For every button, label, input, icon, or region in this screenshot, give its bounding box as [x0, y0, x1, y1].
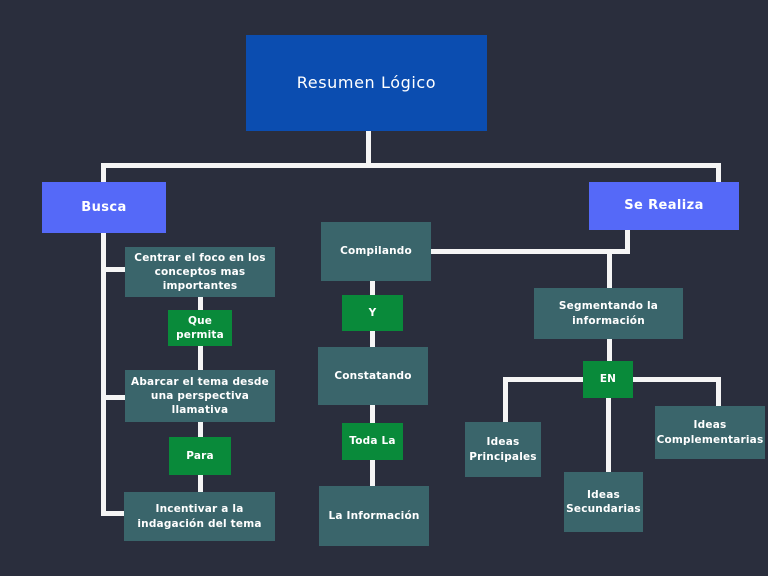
connector-segmentando-en	[607, 339, 612, 362]
node-que-permita[interactable]: Que permita	[168, 310, 232, 346]
connector-serealiza-down	[625, 229, 630, 254]
connector-compilando-y	[370, 281, 375, 296]
connector-top-horizontal	[101, 163, 721, 168]
connector-en-secundarias	[606, 397, 611, 473]
connector-para-incentivar	[198, 475, 203, 493]
node-incentivar[interactable]: Incentivar a la indagación del tema	[124, 492, 275, 541]
node-toda-la[interactable]: Toda La	[342, 423, 403, 460]
node-ideas-secundarias[interactable]: Ideas Secundarias	[564, 472, 643, 532]
connector-title-down	[366, 131, 371, 165]
node-resumen-logico[interactable]: Resumen Lógico	[246, 35, 487, 131]
connector-y-constatando	[370, 331, 375, 348]
connector-constatando-todala	[370, 405, 375, 424]
node-y[interactable]: Y	[342, 295, 403, 331]
connector-spread-principales	[503, 377, 508, 423]
connector-branch-incentivar	[101, 511, 127, 516]
node-la-informacion[interactable]: La Información	[319, 486, 429, 546]
node-segmentando[interactable]: Segmentando la información	[534, 288, 683, 339]
connector-se-realiza-top	[716, 163, 721, 187]
node-abarcar-el-tema[interactable]: Abarcar el tema desde una perspectiva ll…	[125, 370, 275, 422]
node-compilando[interactable]: Compilando	[321, 222, 431, 281]
node-constatando[interactable]: Constatando	[318, 347, 428, 405]
node-ideas-complementarias[interactable]: Ideas Complementarias	[655, 406, 765, 459]
connector-spread-complementarias	[716, 377, 721, 407]
node-se-realiza[interactable]: Se Realiza	[589, 182, 739, 230]
connector-todala-lainformacion	[370, 460, 375, 487]
connector-centrar-quepermita	[198, 297, 203, 311]
connector-branch-abarcar	[101, 395, 127, 400]
connector-compilando-serealiza	[431, 249, 630, 254]
node-centrar-el-foco[interactable]: Centrar el foco en los conceptos mas imp…	[125, 247, 275, 297]
connector-busca-trunk	[101, 163, 106, 516]
node-ideas-principales[interactable]: Ideas Principales	[465, 422, 541, 477]
node-busca[interactable]: Busca	[42, 182, 166, 233]
connector-join-segmentando	[607, 251, 612, 289]
node-para[interactable]: Para	[169, 437, 231, 475]
connector-quepermita-abarcar	[198, 345, 203, 371]
connector-branch-centrar	[101, 267, 127, 272]
node-en[interactable]: EN	[583, 361, 633, 398]
connector-abarcar-para	[198, 422, 203, 438]
